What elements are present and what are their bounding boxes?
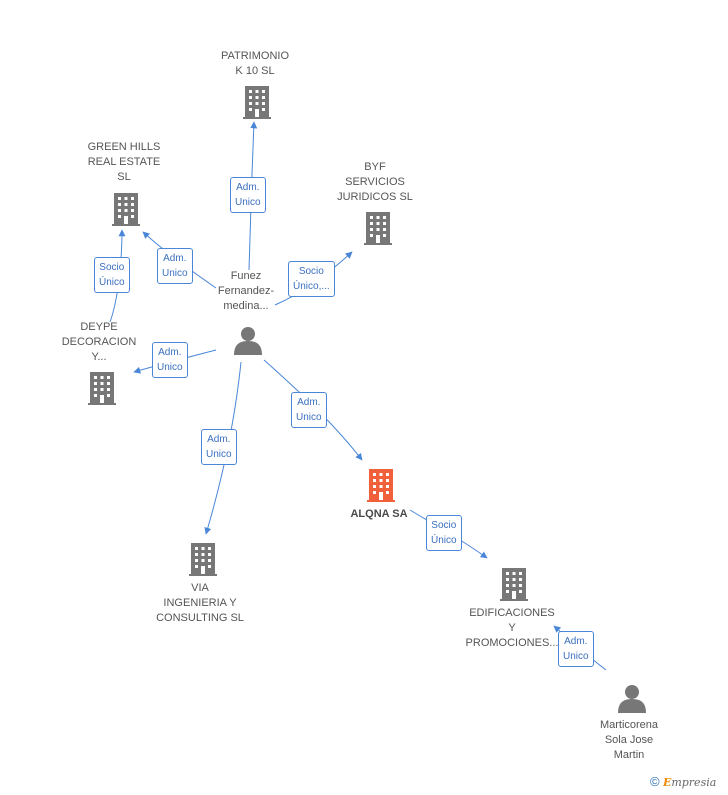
node-label-marticorena[interactable]: Marticorena Sola Jose Martin [599, 719, 659, 761]
edge-label-funez-alqna[interactable]: Adm. Unico [291, 392, 327, 428]
edge-label-alqna-edificaciones[interactable]: Socio Único [426, 515, 462, 551]
node-label-edificaciones[interactable]: EDIFICACIONES Y PROMOCIONES... [465, 607, 559, 649]
edge-label-funez-byf[interactable]: Socio Único,... [288, 261, 335, 297]
byf-building-icon [364, 212, 392, 245]
via-building-icon [189, 543, 217, 576]
node-label-deype[interactable]: DEYPE DECORACION Y... [61, 321, 137, 363]
edge-label-deype-greenhills[interactable]: Socio Único [94, 257, 130, 293]
node-label-alqna[interactable]: ALQNA SA [350, 508, 408, 520]
alqna-building-icon [367, 469, 395, 502]
copyright-icon: © [650, 774, 660, 789]
edge-label-funez-via[interactable]: Adm. Unico [201, 429, 237, 465]
deype-building-icon [88, 372, 116, 405]
node-label-via[interactable]: VIA INGENIERIA Y CONSULTING SL [156, 582, 244, 624]
edge-label-funez-deype[interactable]: Adm. Unico [152, 342, 188, 378]
empresia-watermark: © Empresia [650, 774, 716, 789]
funez-person-icon [234, 327, 262, 355]
edge-label-marticorena-edificaciones[interactable]: Adm. Unico [558, 631, 594, 667]
edificaciones-building-icon [500, 568, 528, 601]
node-label-patrimonio[interactable]: PATRIMONIO K 10 SL [220, 50, 290, 77]
patrimonio-building-icon [243, 86, 271, 119]
marticorena-person-icon [618, 685, 646, 713]
node-label-green-hills[interactable]: GREEN HILLS REAL ESTATE SL [87, 141, 161, 183]
node-label-byf[interactable]: BYF SERVICIOS JURIDICOS SL [337, 161, 413, 203]
edge-label-funez-greenhills[interactable]: Adm. Unico [157, 248, 193, 284]
empresia-logo: Empresia [662, 776, 717, 789]
node-label-funez[interactable]: Funez Fernandez- medina... [217, 270, 275, 312]
edge-label-funez-patrimonio[interactable]: Adm. Unico [230, 177, 266, 213]
green-hills-building-icon [112, 193, 140, 226]
